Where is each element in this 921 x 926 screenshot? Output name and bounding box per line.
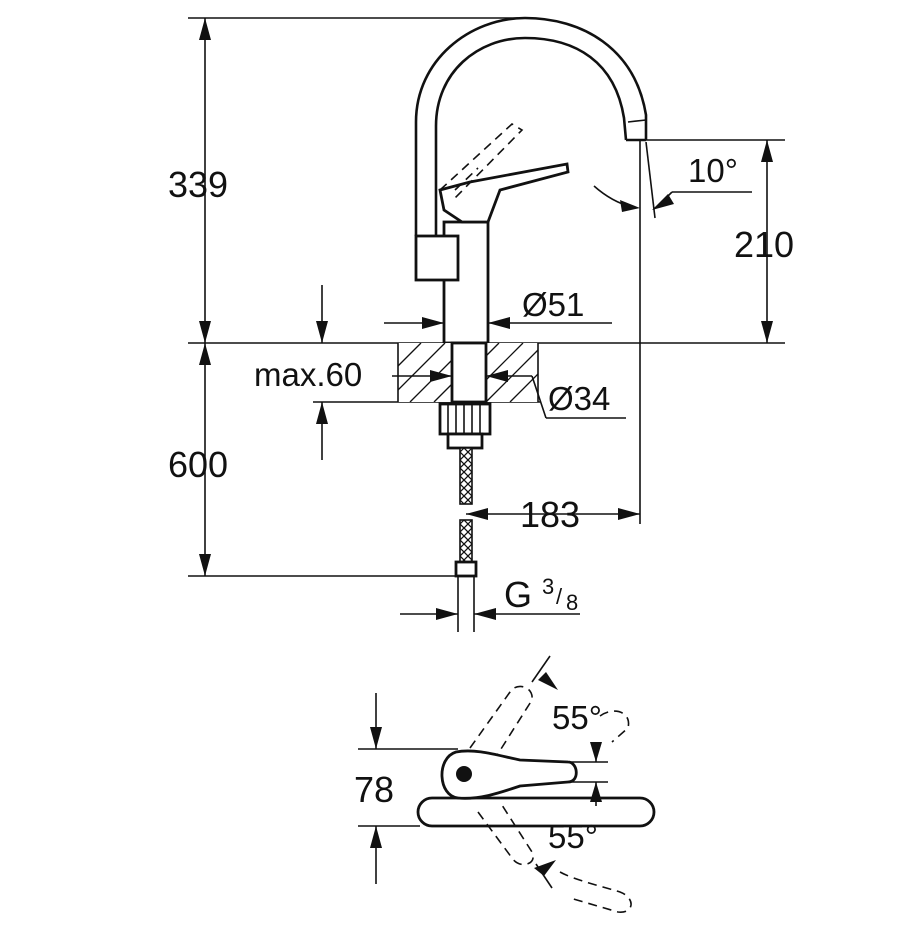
faucet-spout bbox=[414, 16, 648, 236]
dimension-diameter-51 bbox=[384, 317, 612, 329]
angle-55-upper-indicator bbox=[531, 655, 558, 690]
dimension-max-60 bbox=[316, 285, 328, 460]
handle-rotated-dashed bbox=[559, 710, 632, 913]
spout-reach-label: 183 bbox=[520, 494, 580, 535]
body-diameter-label: Ø51 bbox=[522, 286, 584, 323]
thread-numerator-label: 3 bbox=[542, 574, 554, 599]
max-deck-thickness-label: max.60 bbox=[254, 356, 362, 393]
dimension-600 bbox=[199, 343, 211, 576]
dimension-339 bbox=[199, 18, 211, 343]
lever-angle-top-label: 55° bbox=[552, 699, 602, 736]
lever-upper-dashed bbox=[469, 685, 533, 761]
thread-slash-label: / bbox=[556, 584, 563, 609]
thread-letter-label: G bbox=[504, 574, 532, 615]
dimension-210 bbox=[761, 140, 773, 343]
faucet-body bbox=[414, 220, 490, 345]
lever-raised-dashed bbox=[439, 123, 524, 199]
lever-depth-label: 78 bbox=[354, 769, 394, 810]
thread-denominator-label: 8 bbox=[566, 590, 578, 615]
supply-hose bbox=[454, 447, 478, 632]
top-view: 78 55 bbox=[354, 655, 656, 913]
lever-pivot-dot bbox=[456, 766, 472, 782]
dimension-thread bbox=[400, 608, 580, 620]
lever-angle-bottom-label: 55° bbox=[548, 818, 598, 855]
dimension-handle-width bbox=[568, 742, 608, 806]
spout-height-label: 210 bbox=[734, 224, 794, 265]
top-lever bbox=[440, 749, 578, 800]
dimension-78 bbox=[370, 693, 382, 884]
side-view: 339 600 210 10° bbox=[168, 16, 794, 632]
hole-diameter-label: Ø34 bbox=[548, 380, 610, 417]
mounting-nut bbox=[438, 402, 492, 450]
dimension-183 bbox=[466, 508, 640, 520]
faucet-lever bbox=[438, 162, 570, 224]
height-above-deck-label: 339 bbox=[168, 164, 228, 205]
angle-55-lower-indicator bbox=[534, 860, 556, 889]
spout-angle-label: 10° bbox=[688, 152, 738, 189]
hose-length-label: 600 bbox=[168, 444, 228, 485]
base-plate bbox=[416, 796, 656, 828]
faucet-shank bbox=[450, 341, 488, 404]
angle-10-indicator bbox=[593, 141, 752, 219]
dimension-diameter-34 bbox=[392, 370, 626, 419]
